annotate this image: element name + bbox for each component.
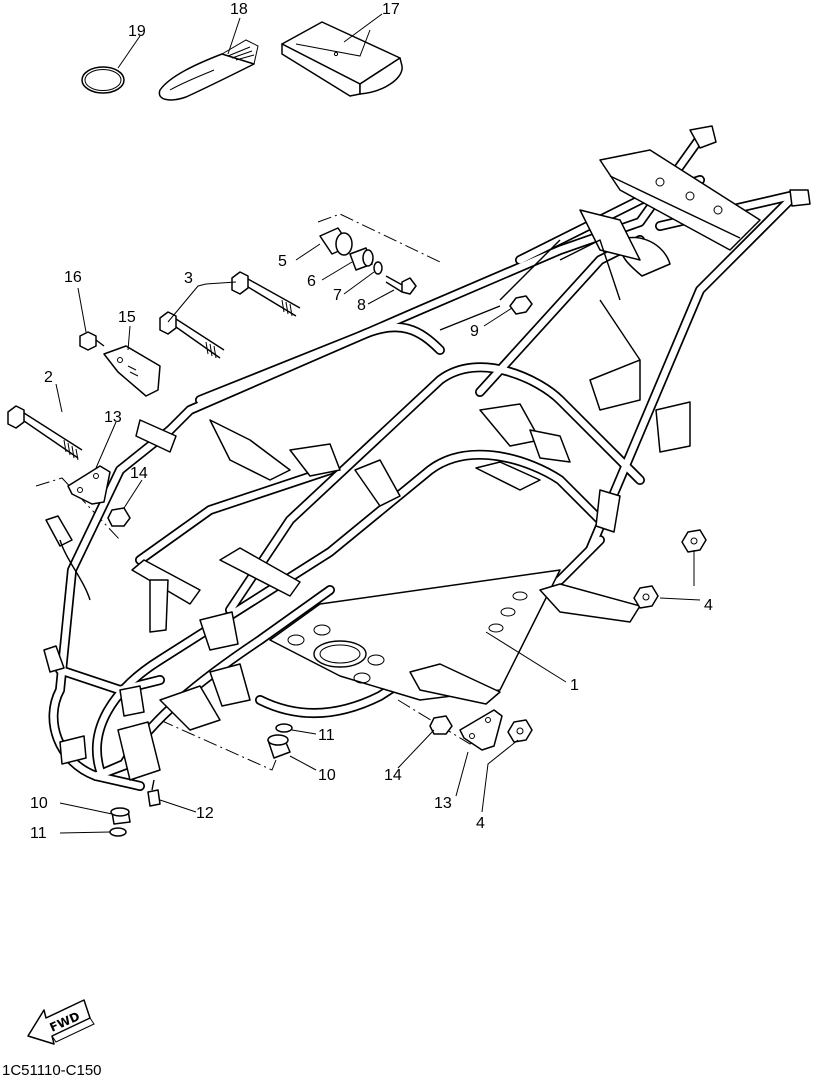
part-3-bolt-lower (159, 311, 225, 359)
part-17-tool-bag (281, 21, 403, 97)
callout-8: 8 (357, 297, 366, 314)
part-14-nut-right (429, 715, 453, 735)
callout-18: 18 (230, 1, 248, 18)
leader-lines (55, 13, 701, 834)
part-7-washer (373, 261, 383, 275)
callout-11-right: 11 (318, 727, 335, 744)
part-3-bolt-upper (231, 271, 301, 317)
main-frame (43, 125, 811, 791)
callout-14-left: 14 (130, 465, 148, 482)
part-11-ring-left (109, 827, 127, 837)
part-10-grommet-right (267, 734, 291, 759)
part-4-nut-middle (633, 585, 659, 609)
part-14-nut-left (107, 507, 131, 527)
part-18-tool-handle (158, 39, 259, 101)
callout-11-left: 11 (30, 825, 47, 842)
callout-2: 2 (44, 369, 53, 386)
part-10-grommet-left (110, 807, 131, 825)
callout-15: 15 (118, 309, 136, 326)
callout-19: 19 (128, 23, 146, 40)
fasteners (7, 227, 707, 837)
part-16-bolt (79, 331, 105, 351)
part-2-bolt (7, 405, 83, 461)
callout-12: 12 (196, 805, 214, 822)
callout-9: 9 (470, 323, 479, 340)
callout-4-bottom: 4 (476, 815, 485, 832)
callout-17: 17 (382, 1, 400, 18)
part-15-bracket (103, 345, 161, 397)
part-12-screw (147, 779, 161, 807)
callout-7: 7 (333, 287, 342, 304)
callout-14-right: 14 (384, 767, 402, 784)
part-11-ring-right (275, 723, 293, 733)
callout-13-left: 13 (104, 409, 122, 426)
part-9-nut (509, 295, 533, 315)
part-4-nut-lower (507, 719, 533, 743)
part-5-collar (319, 227, 353, 256)
part-8-bolt (385, 275, 417, 295)
callout-3: 3 (184, 270, 193, 287)
callout-6: 6 (307, 273, 316, 290)
callout-16: 16 (64, 269, 82, 286)
fwd-arrow-icon: FWD (27, 999, 95, 1045)
part-13-plate-right (459, 709, 503, 751)
callout-numbers: 1 2 3 4 4 5 6 7 8 9 10 10 11 11 12 13 13… (30, 1, 713, 842)
part-19-o-ring (81, 66, 125, 94)
part-13-plate-left (67, 465, 111, 505)
callout-10-right: 10 (318, 767, 336, 784)
part-4-nut-upper (681, 529, 707, 553)
drawing-code: 1C51110-C150 (2, 1062, 102, 1077)
callout-10-left: 10 (30, 795, 48, 812)
part-6-bushing (349, 247, 374, 271)
callout-4-right: 4 (704, 597, 713, 614)
callout-5: 5 (278, 253, 287, 270)
callout-13-right: 13 (434, 795, 452, 812)
callout-1: 1 (570, 677, 579, 694)
